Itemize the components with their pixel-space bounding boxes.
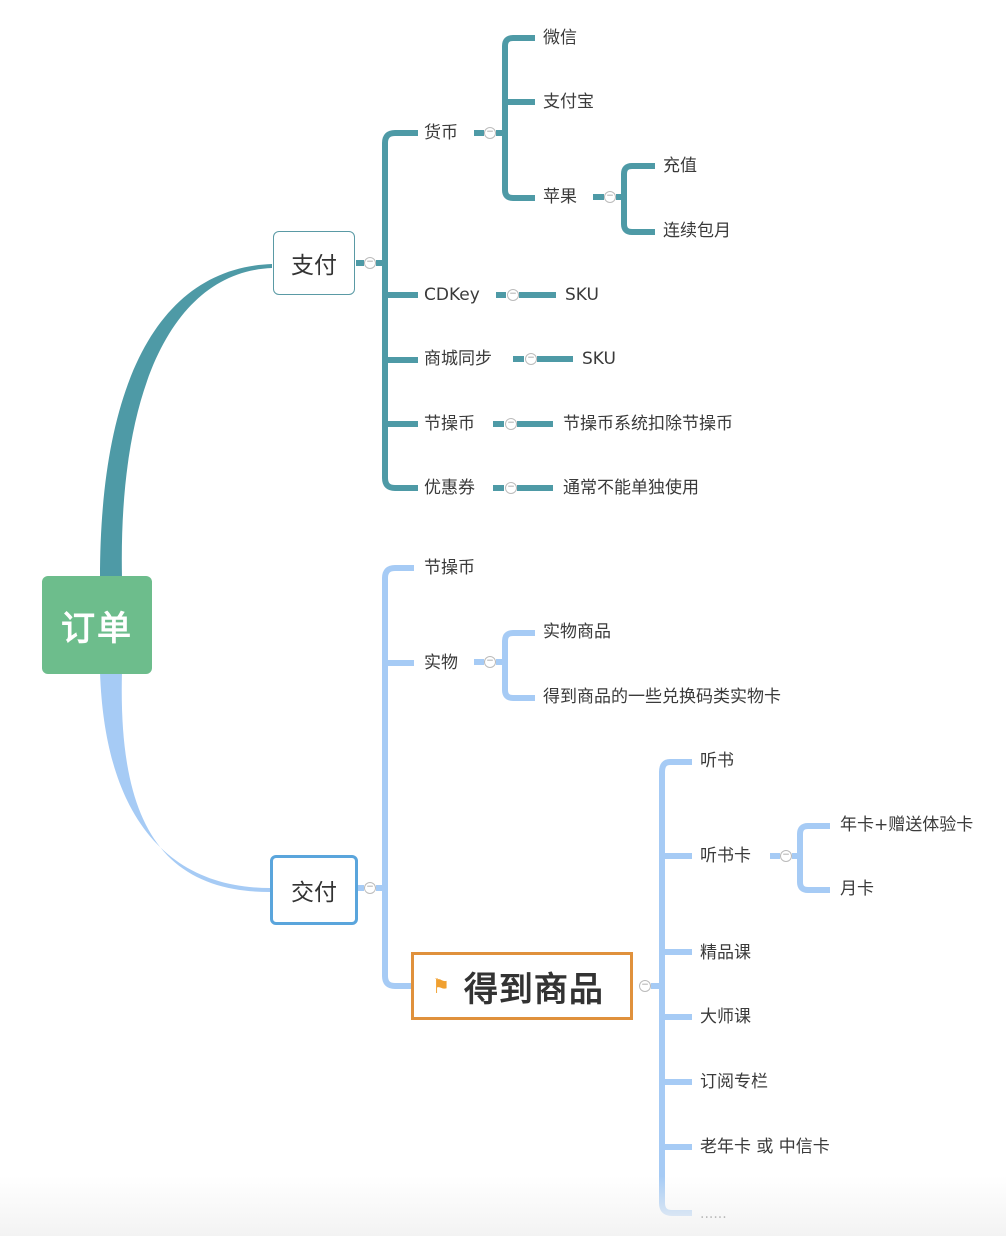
node-cdkey-sku[interactable]: SKU bbox=[565, 285, 599, 305]
node-dedao-goods[interactable]: ⚑ 得到商品 bbox=[411, 952, 633, 1020]
flag-icon: ⚑ bbox=[432, 974, 450, 998]
deliver-label: 交付 bbox=[291, 880, 337, 906]
pay-bracket bbox=[382, 130, 418, 491]
root-label: 订单 bbox=[61, 608, 133, 649]
node-physical[interactable]: 实物 bbox=[424, 653, 458, 673]
collapse-toggle-pay[interactable]: − bbox=[364, 257, 376, 269]
deliver-node[interactable]: 交付 bbox=[270, 855, 358, 925]
connector-root-deliver bbox=[100, 672, 270, 892]
node-physical-goods[interactable]: 实物商品 bbox=[543, 622, 611, 642]
node-redeem-card[interactable]: 得到商品的一些兑换码类实物卡 bbox=[543, 687, 781, 707]
node-coin-deduction[interactable]: 节操币系统扣除节操币 bbox=[563, 414, 733, 434]
node-audiobook-card[interactable]: 听书卡 bbox=[700, 846, 751, 866]
collapse-toggle-dedao[interactable]: − bbox=[639, 980, 651, 992]
currency-bracket bbox=[502, 35, 535, 201]
collapse-toggle-mall-sync[interactable]: − bbox=[525, 353, 537, 365]
node-mall-sync[interactable]: 商城同步 bbox=[424, 349, 492, 369]
node-master-course[interactable]: 大师课 bbox=[700, 1007, 751, 1027]
physical-bracket bbox=[502, 630, 535, 701]
node-alipay[interactable]: 支付宝 bbox=[543, 92, 594, 112]
collapse-toggle-physical[interactable]: − bbox=[484, 656, 496, 668]
node-wechat[interactable]: 微信 bbox=[543, 28, 577, 48]
collapse-toggle-currency[interactable]: − bbox=[484, 127, 496, 139]
collapse-toggle-coupon[interactable]: − bbox=[505, 482, 517, 494]
root-node[interactable]: 订单 bbox=[42, 576, 152, 674]
apple-bracket bbox=[621, 163, 655, 235]
node-yearly-card[interactable]: 年卡+赠送体验卡 bbox=[840, 815, 974, 835]
node-recharge[interactable]: 充值 bbox=[663, 156, 697, 176]
dedao-goods-label: 得到商品 bbox=[463, 969, 604, 1010]
node-coupon-note[interactable]: 通常不能单独使用 bbox=[563, 478, 699, 498]
node-pay-coin[interactable]: 节操币 bbox=[424, 414, 475, 434]
node-monthly-card[interactable]: 月卡 bbox=[840, 879, 874, 899]
node-monthly-subscription[interactable]: 连续包月 bbox=[663, 221, 731, 241]
pay-node[interactable]: 支付 bbox=[273, 231, 355, 295]
node-cdkey[interactable]: CDKey bbox=[424, 285, 480, 305]
pay-label: 支付 bbox=[291, 253, 337, 279]
node-coupon[interactable]: 优惠券 bbox=[424, 478, 475, 498]
deliver-bracket bbox=[382, 565, 414, 989]
collapse-toggle-cdkey[interactable]: − bbox=[507, 289, 519, 301]
node-mall-sku[interactable]: SKU bbox=[582, 349, 616, 369]
node-currency[interactable]: 货币 bbox=[424, 123, 458, 143]
node-apple[interactable]: 苹果 bbox=[543, 187, 577, 207]
connector-root-pay bbox=[100, 264, 272, 578]
node-more[interactable]: ...... bbox=[700, 1206, 727, 1222]
node-audiobook[interactable]: 听书 bbox=[700, 751, 734, 771]
collapse-toggle-deliver[interactable]: − bbox=[364, 882, 376, 894]
collapse-toggle-pay-coin[interactable]: − bbox=[505, 418, 517, 430]
node-deliver-coin[interactable]: 节操币 bbox=[424, 558, 475, 578]
node-subscription[interactable]: 订阅专栏 bbox=[700, 1072, 768, 1092]
collapse-toggle-audiobook-card[interactable]: − bbox=[780, 850, 792, 862]
node-premium-course[interactable]: 精品课 bbox=[700, 943, 751, 963]
audiobook-card-bracket bbox=[797, 823, 830, 893]
collapse-toggle-apple[interactable]: − bbox=[604, 191, 616, 203]
node-old-card[interactable]: 老年卡 或 中信卡 bbox=[700, 1137, 830, 1157]
